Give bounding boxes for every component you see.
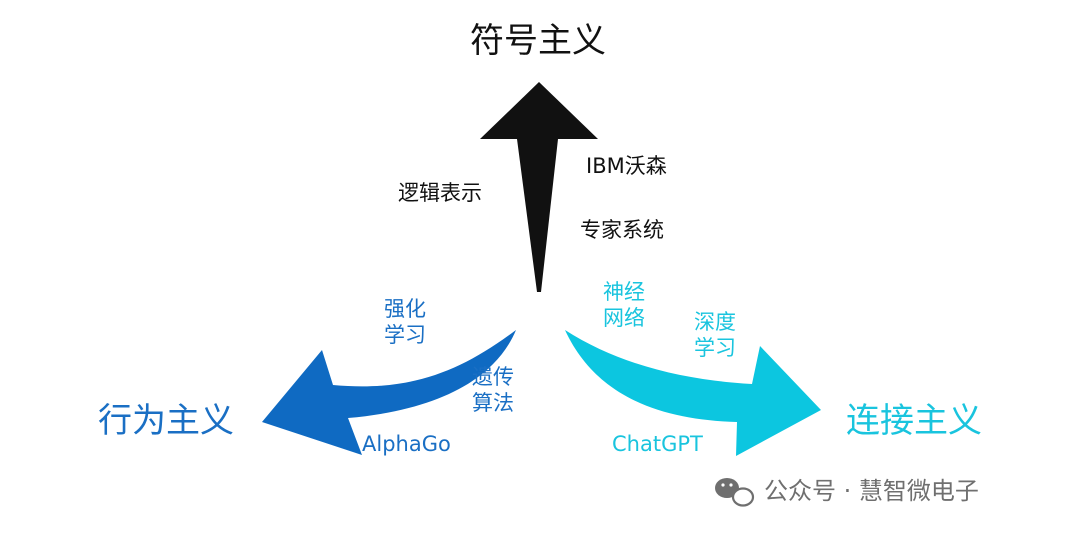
behaviorism-title: 行为主义 [98,401,234,441]
logic-representation-label: 逻辑表示 [398,181,482,205]
symbolism-title: 符号主义 [470,21,606,61]
deep-learning-line2: 学习 [694,336,736,361]
deep-learning-label: 深度 学习 [694,309,736,362]
neural-network-line2: 网络 [603,306,645,331]
neural-network-label: 神经 网络 [603,279,645,332]
ibm-watson-label: IBM沃森 [586,154,667,178]
expert-system-label: 专家系统 [580,218,664,242]
reinforcement-learning-line2: 学习 [384,323,426,348]
chatgpt-label: ChatGPT [612,432,703,456]
deep-learning-line1: 深度 [694,310,736,334]
behaviorism-arrow [262,330,516,455]
genetic-algorithm-line2: 算法 [472,391,514,416]
connectionism-title: 连接主义 [846,401,982,441]
neural-network-line1: 神经 [603,280,645,304]
symbolic-arrow [480,82,598,292]
reinforcement-learning-label: 强化 学习 [384,296,426,349]
watermark-text: 公众号 · 慧智微电子 [764,477,979,505]
genetic-algorithm-label: 遗传 算法 [472,364,514,417]
connectionism-arrow [565,330,821,456]
reinforcement-learning-line1: 强化 [384,297,426,321]
wechat-icon [715,478,755,507]
genetic-algorithm-line1: 遗传 [472,365,514,389]
alphago-label: AlphaGo [362,432,451,456]
